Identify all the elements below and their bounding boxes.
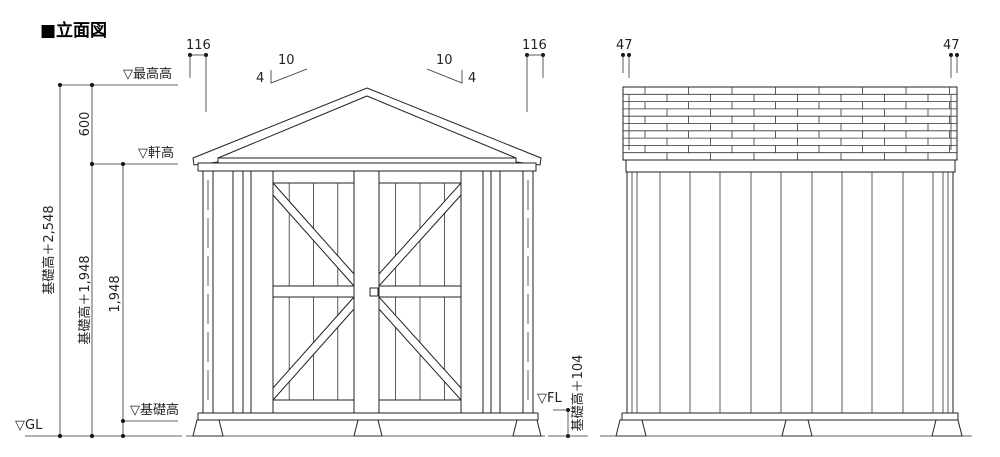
foundation-block — [781, 419, 813, 437]
side-wall — [621, 171, 959, 421]
door-brace — [378, 181, 462, 288]
double-door — [250, 170, 484, 414]
side-roof-shingles — [622, 86, 958, 161]
level-foundation: ▽基礎高 — [130, 402, 179, 418]
level-max-height: ▽最高高 — [123, 66, 172, 82]
door-brace — [272, 295, 355, 402]
side-fascia — [625, 159, 956, 173]
door-mid-rail — [272, 285, 355, 298]
foundation-block — [192, 419, 224, 437]
slope-rise-left: 4 — [256, 71, 264, 86]
side-overhang-right-label: 47 — [943, 38, 960, 53]
door-handle-icon — [369, 287, 379, 297]
side-overhang-left-label: 47 — [616, 38, 633, 53]
side-foundation — [615, 419, 963, 437]
foundation-block — [512, 419, 542, 437]
dim-total: 基礎高＋2,548 — [41, 205, 57, 294]
labels: ■立面図 116 116 10 4 10 4 ▽最高高 ▽軒高 ▽基礎高 ▽GL… — [15, 20, 960, 433]
dim-eave-from-foundation: 基礎高＋1,948 — [77, 255, 93, 344]
door-brace — [378, 295, 462, 402]
door-brace — [272, 181, 355, 288]
dim-floor: 基礎高＋104 — [570, 355, 586, 432]
overhang-right-label: 116 — [522, 38, 547, 53]
level-eave-height: ▽軒高 — [138, 145, 174, 161]
dim-wall: 1,948 — [108, 275, 123, 312]
front-foundation — [192, 419, 542, 437]
slope-run-right: 10 — [436, 53, 453, 68]
level-fl: ▽FL — [537, 391, 562, 406]
front-dimensions — [25, 53, 588, 438]
foundation-block — [931, 419, 963, 437]
front-roof — [192, 87, 542, 172]
foundation-block — [615, 419, 647, 437]
foundation-block — [353, 419, 383, 437]
level-gl: ▽GL — [15, 418, 43, 433]
front-elevation — [192, 87, 542, 437]
slope-run-left: 10 — [278, 53, 295, 68]
slope-rise-right: 4 — [468, 71, 476, 86]
drawing-title: ■立面図 — [40, 20, 107, 41]
side-elevation — [600, 53, 972, 437]
dim-roof: 600 — [78, 112, 93, 137]
overhang-left-label: 116 — [186, 38, 211, 53]
door-mid-rail — [378, 285, 462, 298]
